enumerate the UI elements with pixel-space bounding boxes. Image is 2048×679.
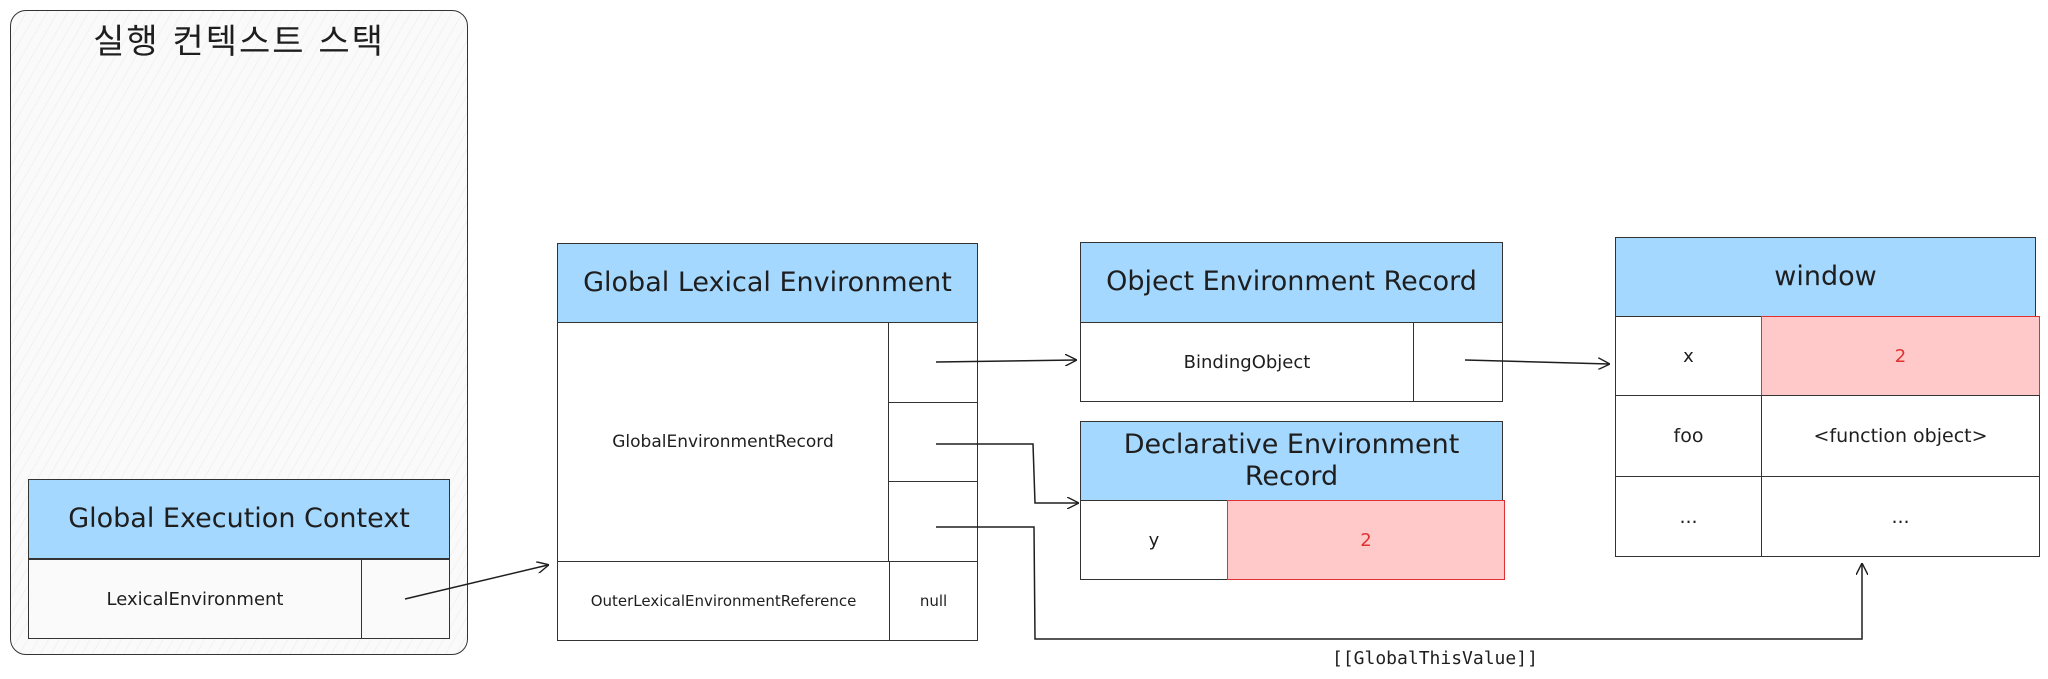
arrow-gec-to-gle [404,565,548,600]
arrow-gle-to-window [936,526,1862,640]
gec-lexical-environment-label: LexicalEnvironment [28,559,362,639]
gle-outer-label: OuterLexicalEnvironmentReference [557,561,890,641]
window-row-key: ... [1615,476,1762,557]
der-header: Declarative Environment Record [1080,421,1503,501]
window-row-key: x [1615,316,1762,396]
der-row-key: y [1080,500,1228,580]
oer-binding-label: BindingObject [1080,322,1414,402]
gec-header: Global Execution Context [28,479,450,559]
arrow-gle-to-oer [935,360,1076,362]
global-this-value-label: [[GlobalThisValue]] [1332,648,1538,669]
arrow-oer-to-window [1464,360,1609,364]
window-row-value: ... [1761,476,2040,557]
stack-title: 실행 컨텍스트 스택 [93,22,385,62]
arrow-gle-to-der [936,443,1078,503]
gle-record-pointer-global-this [888,481,978,562]
oer-binding-pointer [1413,322,1503,402]
window-row-key: foo [1615,395,1762,477]
der-row-value: 2 [1227,500,1505,580]
gle-header: Global Lexical Environment [557,243,978,323]
window-row-value: <function object> [1761,395,2040,477]
window-header: window [1615,237,2036,317]
gle-outer-value: null [889,561,978,641]
